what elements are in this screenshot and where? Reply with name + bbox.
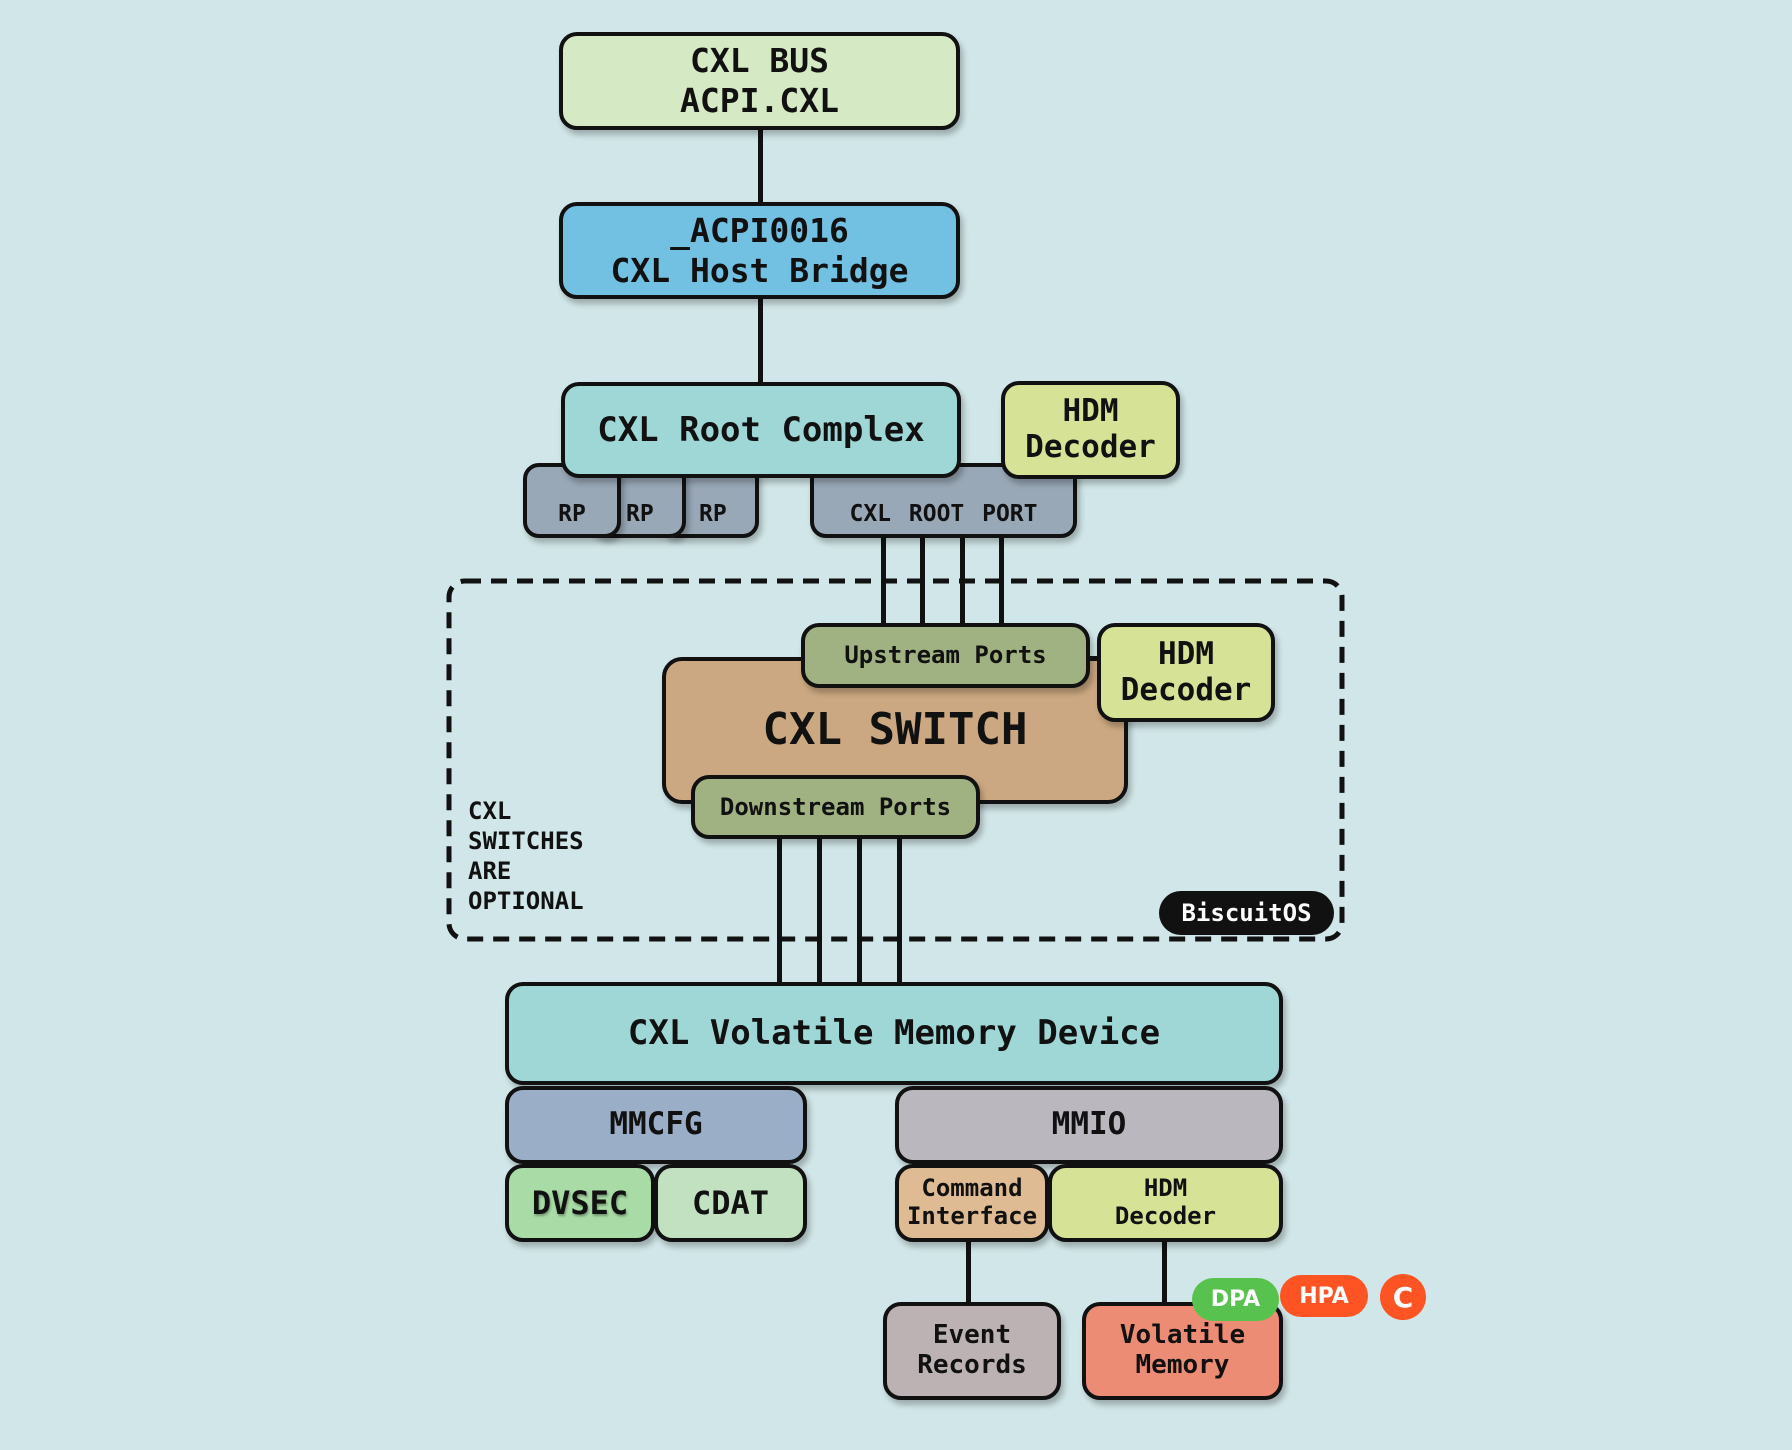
connector-hdm-to-memory — [1162, 1238, 1167, 1304]
biscuitos-watermark: BiscuitOS — [1159, 891, 1334, 935]
root-port-label: RP — [699, 500, 727, 527]
root-complex-label: CXL Root Complex — [597, 409, 925, 450]
hpa-badge: HPA — [1280, 1275, 1368, 1317]
hdm-decoder-label: HDM Decoder — [1114, 1174, 1217, 1230]
downstream-ports[interactable]: Downstream Ports — [691, 775, 980, 839]
connector-downstream-lane — [897, 836, 902, 984]
cxl-root-port-label: CXL ROOT PORT — [849, 500, 1038, 527]
hdm-decoder-label: HDM Decoder — [1025, 393, 1156, 465]
root-port-label: RP — [558, 500, 586, 527]
connector-downstream-lane — [817, 836, 822, 984]
downstream-ports-label: Downstream Ports — [719, 792, 952, 821]
connector-downstream-lane — [857, 836, 862, 984]
switch-optional-note: CXL SWITCHES ARE OPTIONAL — [468, 797, 584, 915]
upstream-ports-label: Upstream Ports — [844, 641, 1047, 670]
mmio-label: MMIO — [1051, 1106, 1127, 1143]
volatile-memory-label: Volatile Memory — [1119, 1320, 1246, 1380]
root-complex-hdm-decoder[interactable]: HDM Decoder — [1001, 381, 1180, 479]
optional-switch-region — [446, 578, 1345, 942]
mmcfg-label: MMCFG — [609, 1106, 703, 1143]
event-records-node[interactable]: Event Records — [883, 1302, 1061, 1400]
volatile-memory-device-label: CXL Volatile Memory Device — [627, 1013, 1161, 1054]
host-bridge-node[interactable]: _ACPI0016 CXL Host Bridge — [559, 202, 960, 299]
cxl-bus-label: CXL BUS ACPI.CXL — [680, 41, 839, 120]
connector-downstream-lane — [777, 836, 782, 984]
connector-bridge-to-root-complex — [758, 296, 763, 384]
hdm-decoder-label: HDM Decoder — [1120, 635, 1252, 708]
mmio-region[interactable]: MMIO — [895, 1086, 1283, 1164]
cxl-switch-label: CXL SWITCH — [762, 704, 1028, 756]
command-interface-node[interactable]: Command Interface — [895, 1164, 1049, 1242]
upstream-ports[interactable]: Upstream Ports — [801, 623, 1090, 688]
connector-command-to-events — [966, 1238, 971, 1304]
cdat-label: CDAT — [691, 1183, 770, 1222]
host-bridge-label: _ACPI0016 CXL Host Bridge — [610, 210, 909, 290]
dvsec-label: DVSEC — [531, 1183, 629, 1222]
cdat-node[interactable]: CDAT — [654, 1164, 807, 1242]
event-records-label: Event Records — [917, 1320, 1027, 1380]
switch-hdm-decoder[interactable]: HDM Decoder — [1097, 623, 1275, 722]
dpa-badge: DPA — [1192, 1278, 1279, 1321]
command-interface-label: Command Interface — [906, 1174, 1038, 1230]
device-hdm-decoder[interactable]: HDM Decoder — [1048, 1164, 1283, 1242]
connector-bus-to-bridge — [758, 128, 763, 204]
root-port-label: RP — [626, 500, 654, 527]
cxl-bus-node[interactable]: CXL BUS ACPI.CXL — [559, 32, 960, 130]
mmcfg-region[interactable]: MMCFG — [505, 1086, 807, 1164]
volatile-memory-device-node[interactable]: CXL Volatile Memory Device — [505, 982, 1283, 1085]
dvsec-node[interactable]: DVSEC — [505, 1164, 655, 1242]
connector-upstream-to-hdm — [1088, 656, 1098, 660]
c-badge: C — [1380, 1274, 1426, 1320]
root-complex-node[interactable]: CXL Root Complex — [561, 382, 961, 478]
connector-root-port-lane — [999, 535, 1004, 625]
